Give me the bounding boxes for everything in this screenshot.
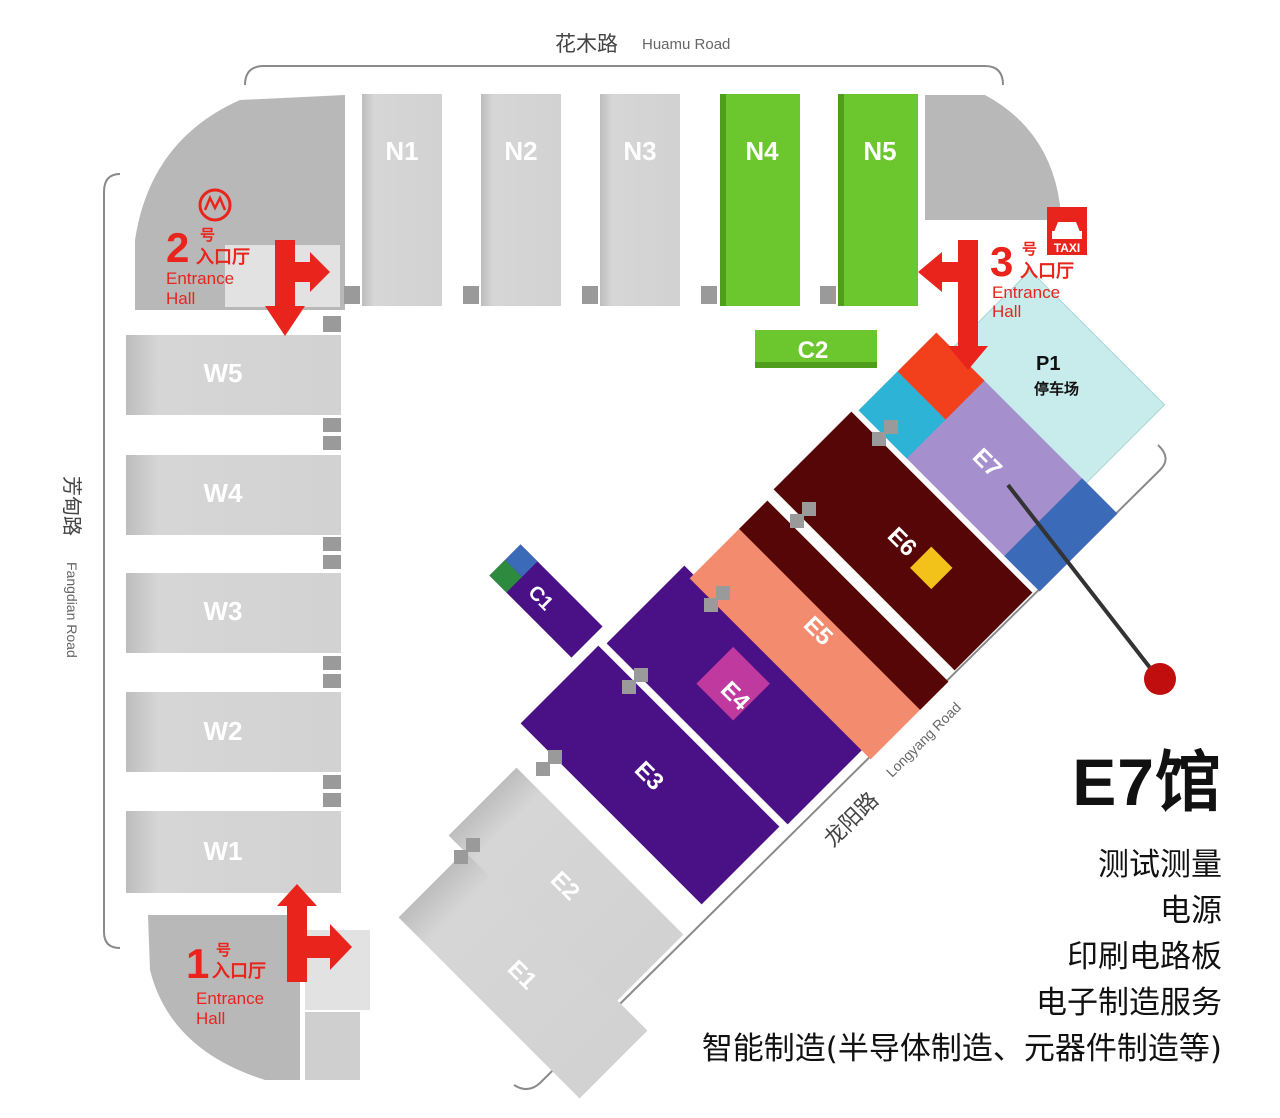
category-item: 电子制造服务 xyxy=(1036,985,1222,1021)
entrance-3-name: 入口厅 xyxy=(1020,261,1074,282)
category-item: 印刷电路板 xyxy=(1067,939,1222,975)
hall-w3-label: W3 xyxy=(204,596,243,626)
entrance-1-arrows xyxy=(277,884,352,982)
hall-w5-label: W5 xyxy=(204,358,243,388)
entrance-hall-3-building xyxy=(925,95,1060,220)
taxi-icon: TAXI xyxy=(1047,207,1087,255)
entrance-2-arrows xyxy=(265,240,330,336)
e7-pointer-line xyxy=(1006,483,1160,680)
hall-e1[interactable]: E1 xyxy=(398,849,648,1099)
entrance-1-en2: Hall xyxy=(196,1009,225,1028)
entrance-2-number: 2 xyxy=(166,224,189,271)
entrance-3-suffix: 号 xyxy=(1022,240,1037,258)
hall-e3[interactable]: E3 xyxy=(520,645,780,905)
taxi-label: TAXI xyxy=(1054,241,1080,255)
hall-n1[interactable]: N1 xyxy=(362,94,442,306)
category-item: 电源 xyxy=(1160,893,1222,929)
hall-c1[interactable]: C1 xyxy=(489,544,603,658)
metro-icon xyxy=(198,188,232,222)
entrance-1-suffix: 号 xyxy=(216,941,231,959)
huamu-road-line xyxy=(244,65,1004,86)
hall-n3-label: N3 xyxy=(623,136,656,166)
hall-c2[interactable]: C2 xyxy=(755,330,877,368)
entrance-3-en1: Entrance xyxy=(992,283,1060,302)
fangdian-road-en: Fangdian Road xyxy=(64,562,80,658)
entrance-2-en1: Entrance xyxy=(166,269,234,288)
hall-n5-label: N5 xyxy=(863,136,896,166)
hall-e5[interactable]: E5 xyxy=(689,500,949,760)
entrance-3-label: 3 号 入口厅 Entrance Hall xyxy=(990,238,1074,321)
entrance-3-arrows xyxy=(918,240,988,370)
parking-p1-sub: 停车场 xyxy=(1034,380,1079,398)
entrance-2-label: 2 号 入口厅 Entrance Hall xyxy=(166,224,250,308)
highlight-panel: E7馆 测试测量 电源 印刷电路板 电子制造服务 智能制造(半导体制造、元器件制… xyxy=(702,740,1222,1072)
hall-n2[interactable]: N2 xyxy=(481,94,561,306)
hall-w4-label: W4 xyxy=(204,478,244,508)
hall-e4[interactable]: E4 xyxy=(606,565,866,825)
hall-e6[interactable]: E6 xyxy=(773,411,1033,671)
entrance-2-name: 入口厅 xyxy=(196,247,250,268)
e7-pointer-dot xyxy=(1144,663,1176,695)
hall-w3[interactable]: W3 xyxy=(126,573,341,653)
category-item: 智能制造(半导体制造、元器件制造等) xyxy=(701,1031,1222,1067)
entrance-1-en1: Entrance xyxy=(196,989,264,1008)
fangdian-road-cn: 芳甸路 xyxy=(60,476,84,536)
highlight-title: E7馆 xyxy=(1072,745,1222,819)
hall-n5[interactable]: N5 xyxy=(838,94,918,306)
hall-n1-label: N1 xyxy=(385,136,418,166)
hall-w4[interactable]: W4 xyxy=(126,455,341,535)
entrance-1-name: 入口厅 xyxy=(212,961,266,982)
hall-e7[interactable]: E7 xyxy=(858,332,1118,592)
east-connectors xyxy=(454,420,898,864)
hall-n3[interactable]: N3 xyxy=(600,94,680,306)
entrance-2-en2: Hall xyxy=(166,289,195,308)
hall-w1-label: W1 xyxy=(204,836,243,866)
hall-e4-zone xyxy=(696,646,770,721)
entrance-1-number: 1 xyxy=(186,940,209,987)
hall-w5[interactable]: W5 xyxy=(126,335,341,415)
longyang-road-line xyxy=(513,444,1167,1090)
hall-e2[interactable]: E2 xyxy=(448,767,684,1003)
north-connectors xyxy=(323,286,836,332)
hall-w1[interactable]: W1 xyxy=(126,811,341,893)
west-connectors xyxy=(323,418,341,807)
hall-w2-label: W2 xyxy=(204,716,243,746)
hall-c2-label: C2 xyxy=(798,337,829,364)
fangdian-road-line xyxy=(103,173,121,949)
entrance-3-en2: Hall xyxy=(992,302,1021,321)
category-item: 测试测量 xyxy=(1098,847,1222,883)
parking-p1-label: P1 xyxy=(1036,353,1060,375)
entrance-hall-1-building xyxy=(148,915,300,1080)
entrance-hall-1-annex-2 xyxy=(305,1012,360,1080)
hall-n2-label: N2 xyxy=(504,136,537,166)
huamu-road-en: Huamu Road xyxy=(642,36,730,53)
hall-n4[interactable]: N4 xyxy=(720,94,800,306)
huamu-road-cn: 花木路 xyxy=(555,32,618,56)
hall-n4-label: N4 xyxy=(745,136,779,166)
entrance-2-suffix: 号 xyxy=(200,226,215,244)
entrance-1-label: 1 号 入口厅 Entrance Hall xyxy=(186,940,266,1028)
hall-w2[interactable]: W2 xyxy=(126,692,341,772)
entrance-3-number: 3 xyxy=(990,238,1013,285)
